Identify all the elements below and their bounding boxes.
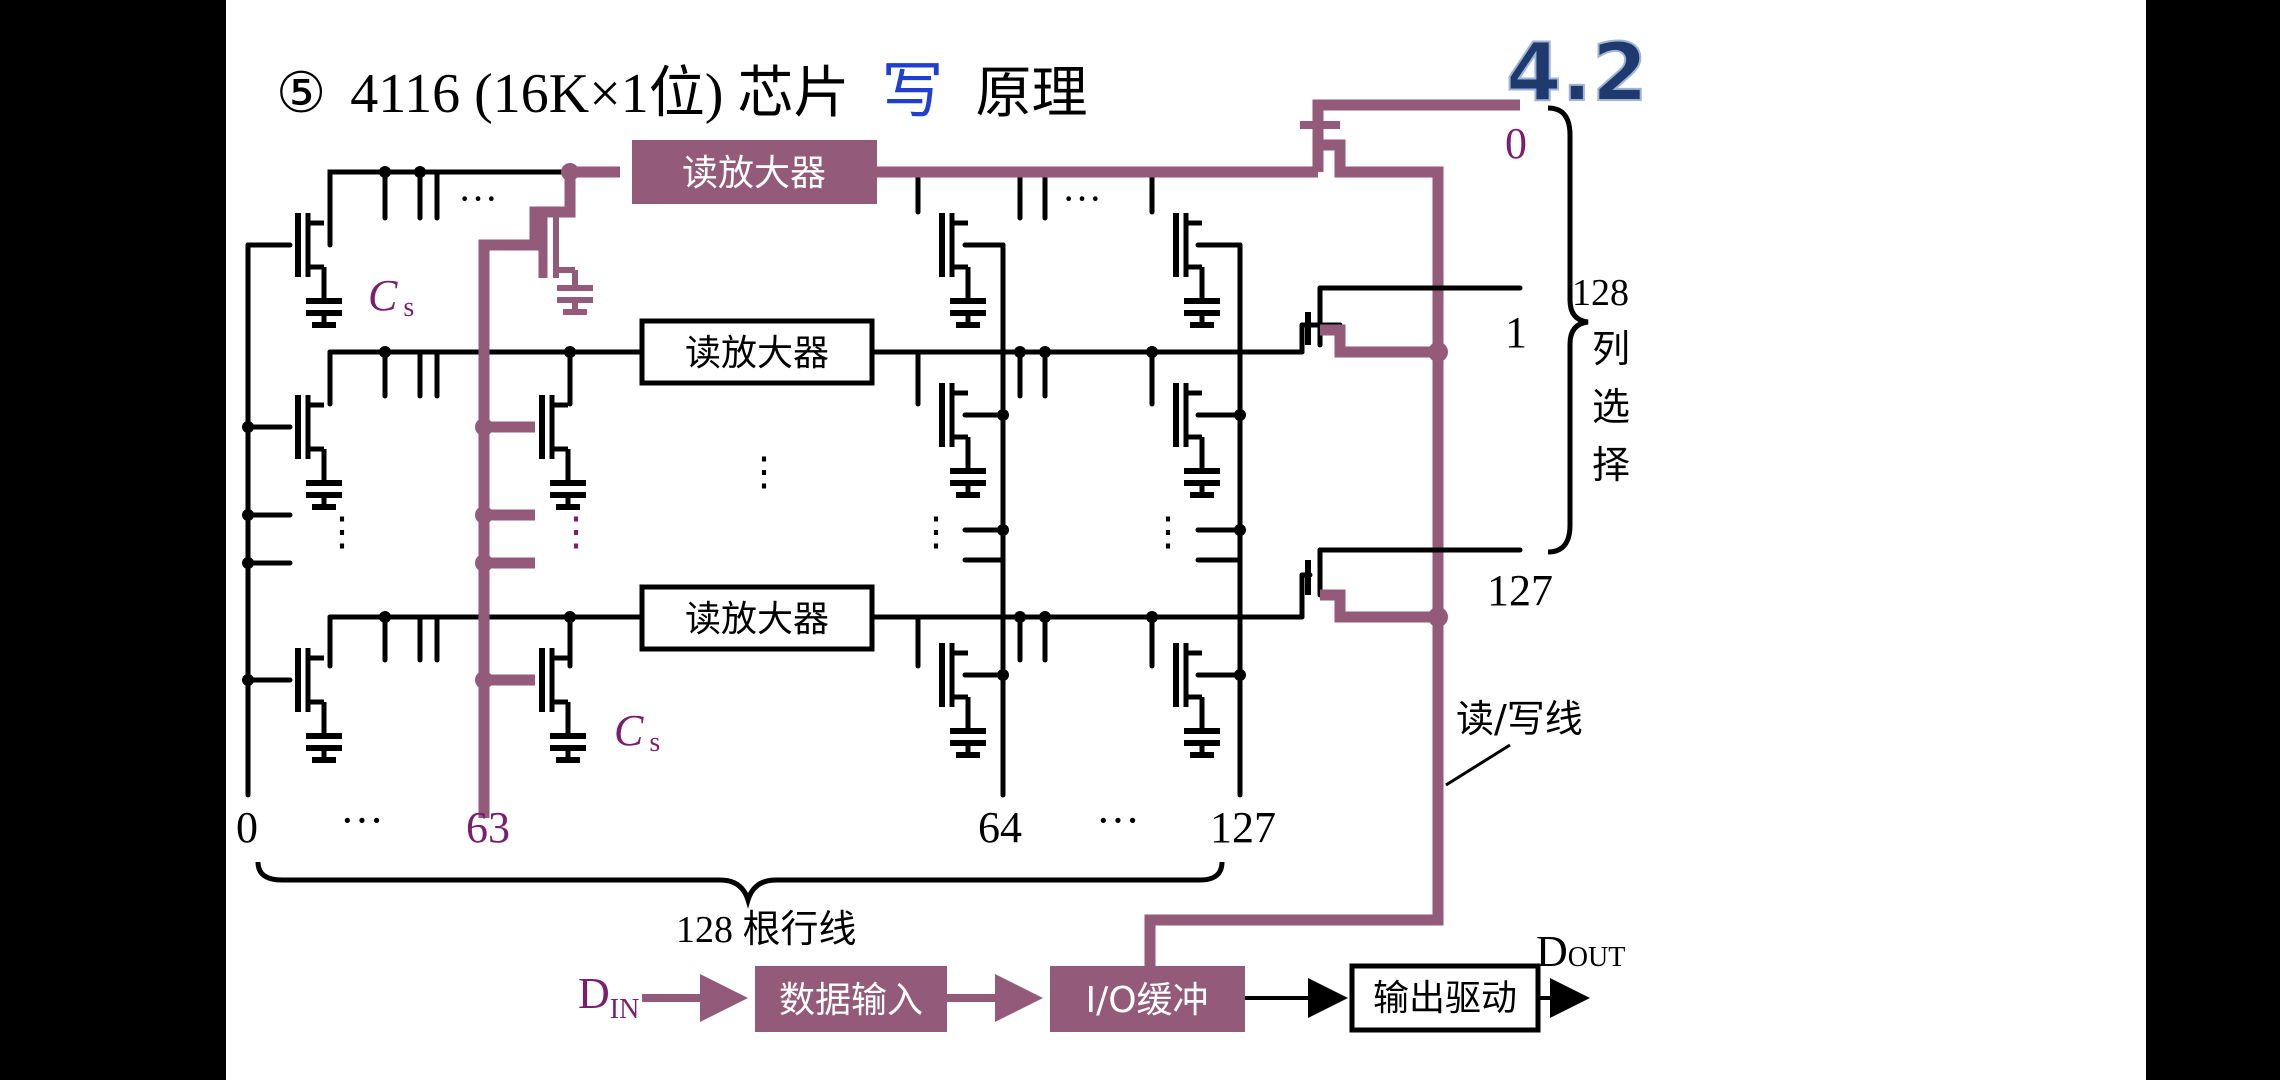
ellipsis-v-5: ⋮ [1148,509,1188,554]
write-path [475,99,1520,968]
io-buffer-block: I/O缓冲 [1050,966,1245,1032]
ellipsis-top-right: ··· [1062,176,1102,221]
read-amp-bottom: 读放大器 [639,584,875,652]
row-dots-right: ··· [1096,796,1140,845]
row-brace [255,861,1225,909]
title-suffix: 原理 [975,63,1087,125]
slide-title: ⑤ 4116 (16K×1位) 芯片 写 原理 [276,58,1087,126]
ellipsis-v-2: ⋮ [556,509,596,554]
slide-canvas [226,0,2146,1080]
read-amp-top: 读放大器 [632,140,877,204]
svg-text:选: 选 [1592,387,1630,429]
output-driver-label: 输出驱动 [1373,978,1517,1019]
read-amp-bottom-label: 读放大器 [685,599,829,640]
rw-line-label: 读/写线 [1456,697,1583,741]
svg-text:列: 列 [1592,329,1630,371]
column-number-1: 1 [1505,308,1527,357]
ellipsis-v-1: ⋮ [322,509,362,554]
column-number-0: 0 [1505,119,1527,168]
array-ellipses: ⋮ ⋮ ⋮ ⋮ ⋮ [322,449,1188,554]
row-dots-left: ··· [340,796,384,845]
ellipsis-v-3: ⋮ [744,449,784,494]
column-select [1299,121,1523,627]
read-amp-top-label: 读放大器 [682,153,826,194]
ellipsis-top: ··· [458,176,498,221]
circled-number: ⑤ [276,61,326,126]
output-driver-block: 输出驱动 [1349,963,1541,1033]
din-label: DIN [578,969,639,1025]
data-input-label: 数据输入 [779,980,923,1021]
data-input-block: 数据输入 [755,966,947,1032]
row-brace-label: 128 根行线 [676,909,857,951]
column-brace [1547,105,1589,555]
row-number-64: 64 [978,803,1022,852]
column-brace-label: 128 列 选 择 [1572,272,1630,487]
svg-text:128: 128 [1572,272,1629,314]
title-highlight: 写 [881,58,943,126]
ellipsis-v-4: ⋮ [916,509,956,554]
svg-text:择: 择 [1592,445,1630,487]
column-number-127: 127 [1487,566,1553,615]
title-main: 4116 (16K×1位) 芯片 [350,63,849,125]
row-number-127: 127 [1210,803,1276,852]
dout-label: DOUT [1536,927,1625,976]
junction-dots [242,166,1246,686]
io-buffer-label: I/O缓冲 [1085,980,1208,1021]
row-number-63: 63 [466,803,510,852]
rw-line-pointer [1445,743,1511,787]
row-number-0: 0 [236,803,258,852]
read-amp-mid: 读放大器 [639,318,875,386]
read-amp-mid-label: 读放大器 [685,333,829,374]
section-badge: 4.2 [1506,26,1648,119]
